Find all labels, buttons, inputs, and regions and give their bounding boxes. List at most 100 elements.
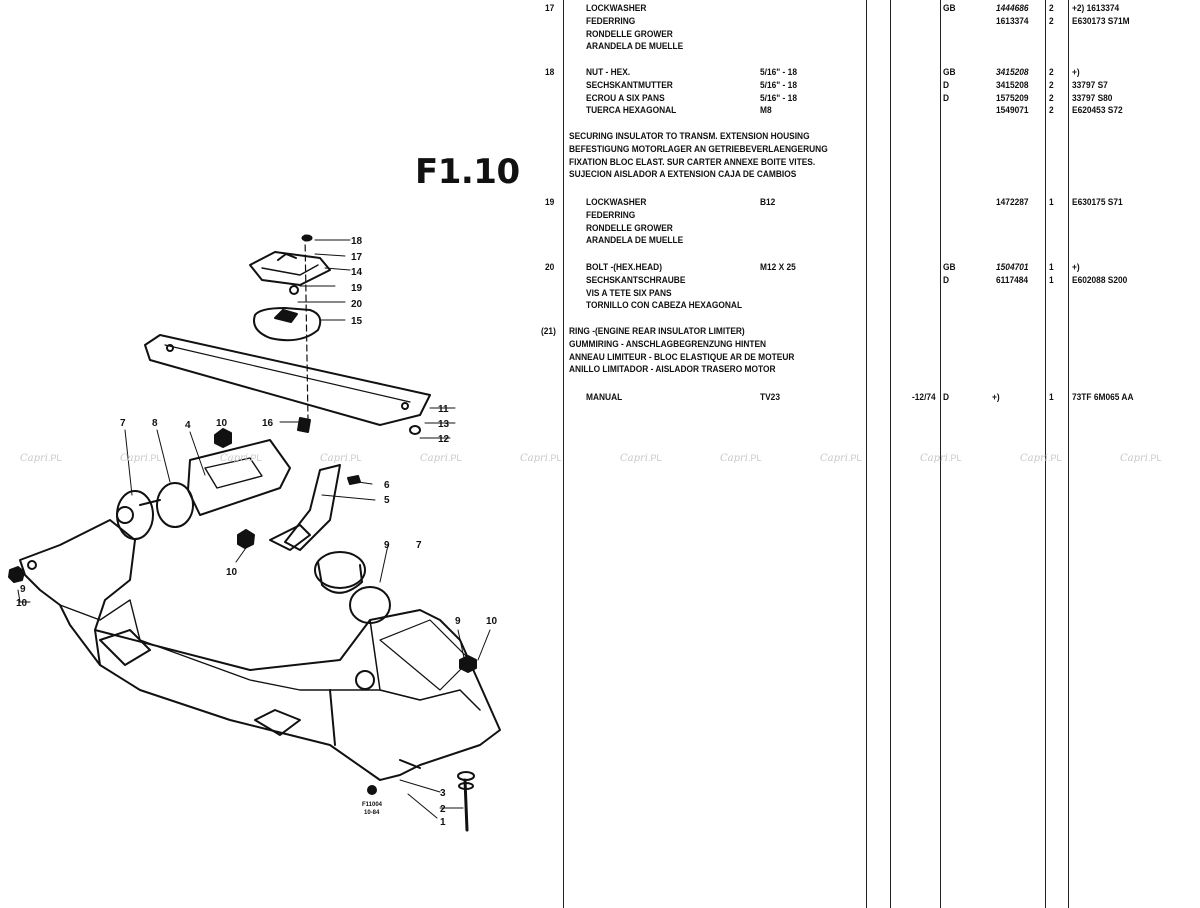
part-number: 1444686: [996, 3, 1029, 14]
watermark: Capri.PL: [420, 453, 462, 464]
section-heading-line: FIXATION BLOC ELAST. SUR CARTER ANNEXE B…: [569, 156, 816, 168]
part-size: 5/16" - 18: [760, 92, 797, 104]
section-heading-line: SECURING INSULATOR TO TRANSM. EXTENSION …: [569, 131, 810, 142]
part-description: TORNILLO CON CABEZA HEXAGONAL: [586, 300, 743, 312]
part-description: LOCKWASHER: [586, 3, 647, 14]
quantity: 2: [1049, 92, 1054, 104]
watermark-brand: Capri: [1120, 453, 1148, 464]
watermark-brand: Capri: [120, 453, 148, 464]
watermark-suffix: .PL: [248, 453, 262, 463]
part-number: 1575209: [996, 92, 1029, 104]
part-description: ECROU A SIX PANS: [586, 92, 665, 104]
language-code: D: [943, 92, 950, 104]
quantity: 2: [1049, 79, 1054, 91]
callout-1: 1: [440, 817, 446, 828]
watermark: Capri.PL: [1020, 453, 1062, 464]
part-size: 5/16" - 18: [760, 67, 797, 78]
watermark: Capri.PL: [20, 453, 62, 464]
callout-7-right: 7: [416, 540, 422, 551]
callout-18: 18: [351, 236, 363, 247]
watermark-brand: Capri: [320, 453, 348, 464]
language-code: GB: [943, 3, 956, 14]
callout-16: 16: [262, 418, 274, 429]
part-size: B12: [760, 197, 776, 208]
callout-3: 3: [440, 788, 446, 799]
language-code: D: [943, 79, 950, 91]
watermark-suffix: .PL: [948, 453, 962, 463]
part-number: 6117484: [996, 274, 1029, 286]
language-code: D: [943, 274, 950, 286]
callout-15: 15: [351, 316, 363, 327]
watermark-brand: Capri: [220, 453, 248, 464]
part-description: NUT - HEX.: [586, 67, 631, 78]
reference-number: E630173 S71M: [1072, 15, 1130, 27]
column-rule-1: [563, 0, 564, 908]
section-heading-line: GUMMIRING - ANSCHLAGBEGRENZUNG HINTEN: [569, 338, 767, 350]
part-number: 1613374: [996, 15, 1029, 27]
part-description: SECHSKANTMUTTER: [586, 79, 673, 91]
part-description: FEDERRING: [586, 15, 636, 27]
part-size: M8: [760, 105, 772, 117]
callout-20: 20: [351, 299, 363, 310]
watermark-suffix: .PL: [48, 453, 62, 463]
part-description: SECHSKANTSCHRAUBE: [586, 274, 686, 286]
watermark: Capri.PL: [320, 453, 362, 464]
callout-2: 2: [440, 804, 446, 815]
watermark-suffix: .PL: [748, 453, 762, 463]
watermark-suffix: .PL: [448, 453, 462, 463]
part-number: 1472287: [996, 197, 1029, 208]
part-description: MANUAL: [586, 392, 623, 403]
watermark: Capri.PL: [820, 453, 862, 464]
watermark: Capri.PL: [1120, 453, 1162, 464]
item-number: 19: [545, 197, 555, 208]
callout-5: 5: [384, 495, 390, 506]
part-size: 5/16" - 18: [760, 79, 797, 91]
language-code: GB: [943, 67, 956, 78]
watermark-suffix: .PL: [1148, 453, 1162, 463]
column-rule-3: [890, 0, 891, 908]
item-number: 18: [545, 67, 555, 78]
watermark: Capri.PL: [920, 453, 962, 464]
watermark-brand: Capri: [420, 453, 448, 464]
part-number: +): [992, 392, 1000, 403]
watermark-brand: Capri: [20, 453, 48, 464]
callout-10-top: 10: [216, 418, 228, 429]
part-number: 3415208: [996, 67, 1029, 78]
callout-4: 4: [185, 420, 191, 431]
reference-number: 33797 S7: [1072, 79, 1108, 91]
reference-number: E602088 S200: [1072, 274, 1128, 286]
watermark-brand: Capri: [820, 453, 848, 464]
watermark-brand: Capri: [1020, 453, 1048, 464]
callout-19: 19: [351, 283, 363, 294]
item-number: 17: [545, 3, 555, 14]
reference-number: 73TF 6M065 AA: [1072, 392, 1134, 403]
quantity: 1: [1049, 262, 1054, 273]
quantity: 1: [1049, 197, 1054, 208]
part-description: RONDELLE GROWER: [586, 222, 673, 234]
part-description: LOCKWASHER: [586, 197, 647, 208]
section-heading-line: ANILLO LIMITADOR - AISLADOR TRASERO MOTO…: [569, 364, 776, 376]
exploded-diagram: 18 17 14 19 20 15 11 16 13 12 7 8 4 10 6…: [8, 234, 501, 832]
callout-11: 11: [438, 404, 449, 415]
watermark: Capri.PL: [620, 453, 662, 464]
item-number: 20: [545, 262, 555, 273]
reference-number: +): [1072, 67, 1080, 78]
reference-number: 33797 S80: [1072, 92, 1113, 104]
diagram-stamp-line-1: F11004: [362, 802, 383, 808]
part-description: TUERCA HEXAGONAL: [586, 105, 677, 117]
watermark-brand: Capri: [520, 453, 548, 464]
reference-number: E630175 S71: [1072, 197, 1123, 208]
part-number: 1504701: [996, 262, 1029, 273]
watermark-brand: Capri: [920, 453, 948, 464]
part-description: BOLT -(HEX.HEAD): [586, 262, 663, 273]
quantity: 2: [1049, 67, 1054, 78]
callout-10-mid: 10: [226, 567, 238, 578]
part-description: VIS A TETE SIX PANS: [586, 287, 672, 299]
quantity: 1: [1049, 274, 1054, 286]
part-description: ARANDELA DE MUELLE: [586, 41, 684, 53]
watermark: Capri.PL: [220, 453, 262, 464]
watermark-suffix: .PL: [348, 453, 362, 463]
quantity: 2: [1049, 105, 1054, 117]
part-number: 1549071: [996, 105, 1029, 117]
